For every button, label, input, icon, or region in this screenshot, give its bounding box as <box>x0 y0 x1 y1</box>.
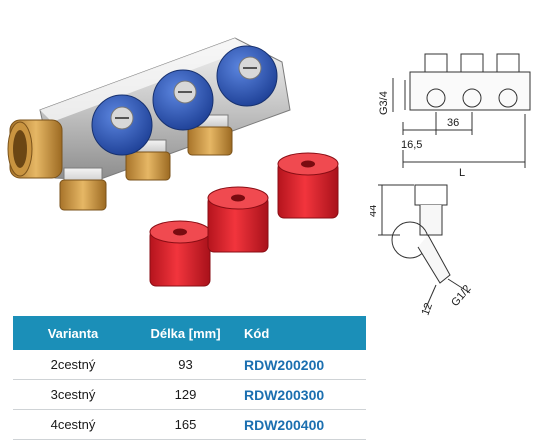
red-cap-2 <box>207 186 269 253</box>
cell-code: RDW200200 <box>238 350 366 380</box>
blue-valve-knob-3 <box>216 45 278 107</box>
table-row: 2cestný 93 RDW200200 <box>13 350 366 380</box>
dim-thread-g34: G3/4 <box>378 91 390 115</box>
blue-valve-knob-2 <box>152 69 214 131</box>
manifold-product-image <box>7 37 339 287</box>
table-header-row: Varianta Délka [mm] Kód <box>13 316 366 350</box>
table-row: 4cestný 165 RDW200400 <box>13 409 366 440</box>
cell-length: 165 <box>133 409 238 440</box>
cell-code: RDW200300 <box>238 379 366 410</box>
red-cap-1 <box>149 220 211 287</box>
variant-spec-table: Varianta Délka [mm] Kód 2cestný 93 RDW20… <box>13 316 366 440</box>
cell-length: 93 <box>133 350 238 380</box>
column-header-code: Kód <box>238 316 366 350</box>
cell-variant: 2cestný <box>13 350 133 380</box>
table-row: 3cestný 129 RDW200300 <box>13 379 366 410</box>
dim-height-44: 44 <box>370 205 379 217</box>
technical-drawing-side-view: 44 G1/2 12 <box>370 184 474 317</box>
dim-length-l: L <box>459 167 465 179</box>
column-header-variant: Varianta <box>13 316 133 350</box>
red-cap-3 <box>277 152 339 219</box>
cell-variant: 3cestný <box>13 379 133 410</box>
brass-outlet-3 <box>187 114 233 156</box>
cell-code: RDW200400 <box>238 409 366 440</box>
dim-thread-g12: G1/2 <box>449 283 474 309</box>
technical-drawing-top-view: G3/4 16,5 36 L <box>378 53 531 179</box>
cell-variant: 4cestný <box>13 409 133 440</box>
brass-outlet-1 <box>59 167 107 211</box>
dim-36: 36 <box>447 117 459 129</box>
column-header-length: Délka [mm] <box>133 316 238 350</box>
dim-12: 12 <box>420 301 435 317</box>
blue-valve-knob-1 <box>91 94 153 156</box>
brass-inlet-thread <box>7 119 63 179</box>
cell-length: 129 <box>133 379 238 410</box>
dim-16-5: 16,5 <box>401 139 422 151</box>
